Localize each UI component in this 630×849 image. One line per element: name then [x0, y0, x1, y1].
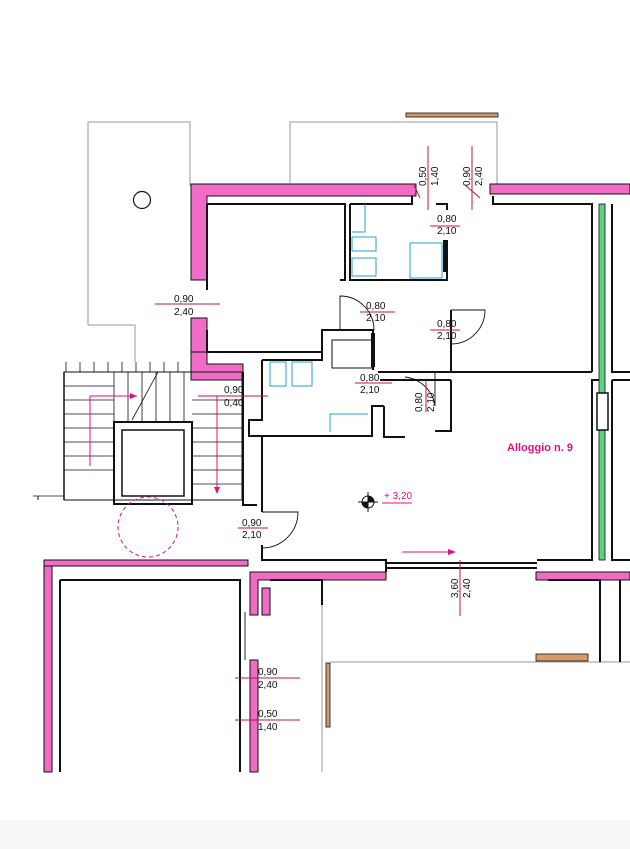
bathroom-fixtures: [269, 204, 447, 432]
level-label: + 3,20: [384, 491, 413, 502]
unit-label: Alloggio n. 9: [507, 442, 573, 454]
opening-w-top-1-height: 1,40: [430, 166, 441, 186]
opening-d-vertical-width: 0,80: [414, 392, 425, 412]
opening-d-entrance-height: 2,10: [242, 530, 262, 541]
drain-icon: [132, 190, 152, 210]
opening-d-bath-top-height: 2,10: [366, 313, 386, 324]
wood-sill-right: [535, 653, 589, 662]
window-markers: [155, 146, 481, 721]
opening-w-stair-height: 0,40: [224, 398, 244, 409]
terrace-outlines: [87, 121, 630, 772]
opening-d-bath-top-width: 0,80: [366, 301, 386, 312]
opening-w-balcony-height: 2,40: [462, 578, 473, 598]
opening-d-right-width: 0,80: [437, 319, 457, 330]
stairwell: [33, 362, 243, 558]
opening-w-top-1-width: 0,50: [418, 166, 429, 186]
opening-d-bedroom-width: 0,80: [437, 214, 457, 225]
opening-d-bath-bottom-height: 2,10: [360, 385, 380, 396]
opening-d-bath-bottom-width: 0,80: [360, 373, 380, 384]
stud-walls: [596, 203, 609, 561]
opening-d-bedroom-height: 2,10: [437, 226, 457, 237]
opening-w-stair-width: 0,90: [224, 385, 244, 396]
opening-w-left-height: 2,40: [174, 307, 194, 318]
outer-walls: [43, 183, 630, 773]
opening-w-lower-2-height: 1,40: [258, 722, 278, 733]
elevator-swing-circle: [117, 496, 179, 558]
opening-w-top-2-height: 2,40: [474, 166, 485, 186]
opening-w-lower-1-width: 0,90: [258, 667, 278, 678]
wood-sill-left: [325, 662, 331, 728]
entry-arrow: [402, 549, 456, 555]
level-marker: [358, 492, 412, 512]
opening-d-right-height: 2,10: [437, 331, 457, 342]
bottom-fade: [0, 820, 630, 849]
door-swings: [244, 295, 486, 660]
wood-sill-top: [405, 112, 499, 118]
opening-w-left-width: 0,90: [174, 294, 194, 305]
interior-walls: [59, 196, 630, 772]
opening-d-vertical-height: 2,10: [426, 392, 437, 412]
opening-w-top-2-width: 0,90: [462, 166, 473, 186]
opening-w-lower-1-height: 2,40: [258, 680, 278, 691]
opening-w-lower-2-width: 0,50: [258, 709, 278, 720]
opening-d-entrance-width: 0,90: [242, 518, 262, 529]
opening-w-balcony-width: 3,60: [450, 578, 461, 598]
